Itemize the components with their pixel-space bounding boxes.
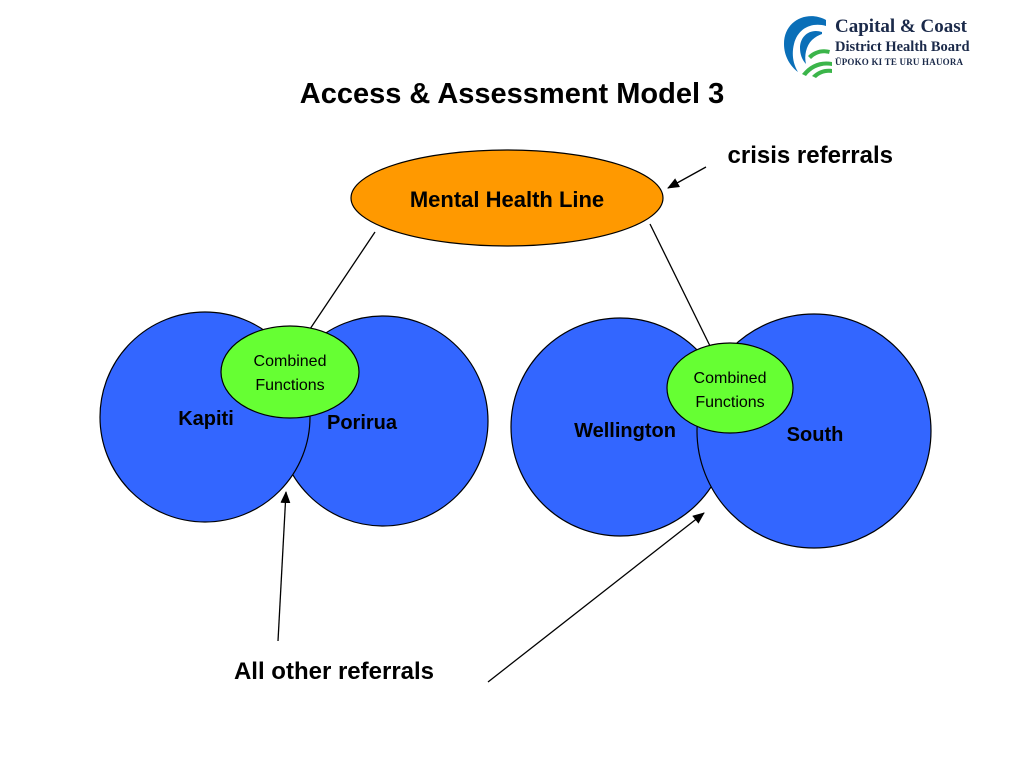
logo-green-wave-1 <box>802 61 832 76</box>
other-referrals-arrow-right <box>487 512 705 683</box>
right-combined-label-line2: Functions <box>695 394 764 411</box>
logo-blue-inner-arc <box>800 30 822 65</box>
logo-text: Capital & Coast District Health Board ŪP… <box>835 16 970 69</box>
porirua-label: Porirua <box>327 412 398 434</box>
wellington-label: Wellington <box>574 420 676 442</box>
right-combined-label-line1: Combined <box>694 370 767 387</box>
left-cluster: Combined Functions Kapiti Porirua <box>99 311 489 527</box>
left-combined-label-line2: Functions <box>255 377 324 394</box>
hub-to-left-connector <box>307 231 376 333</box>
mental-health-line-label: Mental Health Line <box>410 187 604 212</box>
right-cluster: Combined Functions Wellington South <box>510 313 932 549</box>
slide-title: Access & Assessment Model 3 <box>299 78 725 110</box>
kapiti-label: Kapiti <box>178 408 234 430</box>
mental-health-line-ellipse <box>350 149 664 247</box>
left-combined-label-line1: Combined <box>254 353 327 370</box>
logo-org-line: District Health Board <box>835 39 970 55</box>
left-combined-functions-ellipse <box>220 325 360 419</box>
logo-green-wave-2 <box>812 68 832 78</box>
logo-maori-line: ŪPOKO KI TE URU HAUORA <box>835 57 964 67</box>
logo-green-wave-3 <box>808 49 830 59</box>
right-combined-functions-ellipse <box>666 342 794 434</box>
logo-blue-arc <box>784 16 826 72</box>
crisis-referrals-arrow <box>667 166 707 189</box>
other-referrals-arrow-left <box>277 491 291 642</box>
hub-to-right-connector <box>649 223 713 351</box>
logo-name-line: Capital & Coast <box>835 16 967 37</box>
all-other-referrals-label: All other referrals <box>234 658 434 685</box>
south-label: South <box>787 424 844 446</box>
crisis-referrals-label: crisis referrals <box>728 142 893 169</box>
capital-coast-dhb-logo: Capital & Coast District Health Board ŪP… <box>780 12 1010 82</box>
logo-swirl-icon <box>784 16 832 78</box>
